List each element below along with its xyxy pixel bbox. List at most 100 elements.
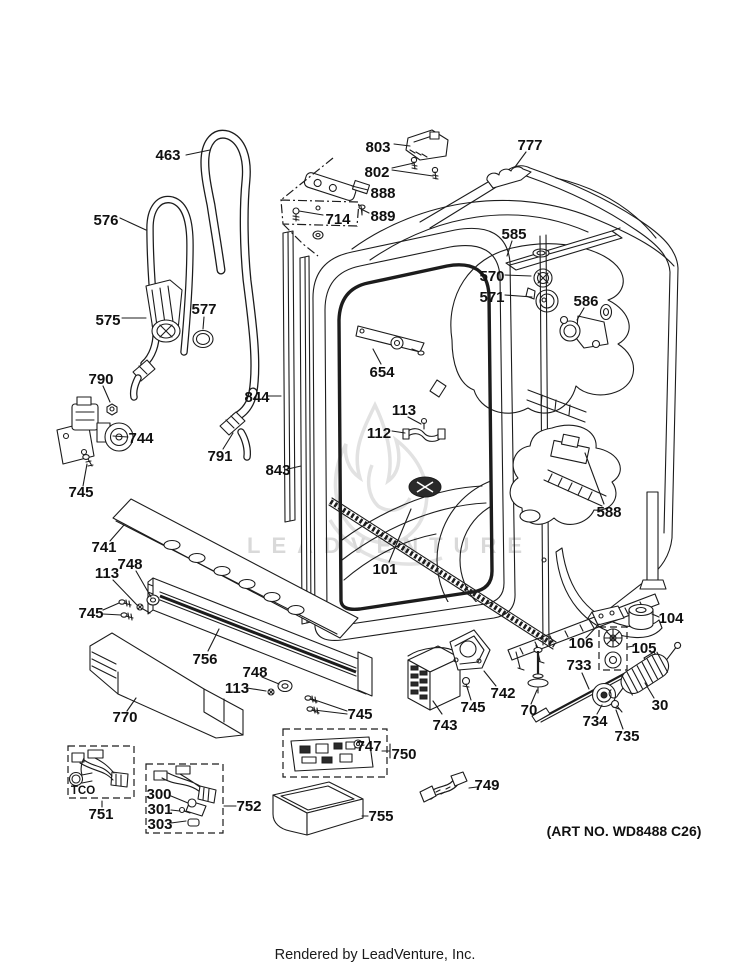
bracket-888 <box>303 166 369 205</box>
callout-586: 586 <box>573 293 598 310</box>
watermark-text: LEADVENTURE <box>247 533 533 558</box>
callout-105: 105 <box>631 640 656 657</box>
door-spring-30 <box>604 639 690 707</box>
tub-interior <box>342 475 607 645</box>
callout-733: 733 <box>566 657 591 674</box>
outer-case-777 <box>420 166 678 670</box>
tub-top <box>352 200 674 413</box>
callout-575: 575 <box>95 312 120 329</box>
callout-577: 577 <box>191 301 216 318</box>
callout-803: 803 <box>365 139 390 156</box>
air-gap-575 <box>146 280 213 348</box>
blanket-cutout <box>451 244 634 413</box>
insulation-block-770 <box>90 633 243 738</box>
callouts: 463 803 802 888 714 889 777 576 585 570 … <box>68 137 684 833</box>
callout-751: 751 <box>88 806 113 823</box>
callout-734: 734 <box>582 713 608 730</box>
screw-745-bracket <box>463 678 470 691</box>
nut-790 <box>107 404 117 415</box>
callout-752: 752 <box>236 798 261 815</box>
callout-742: 742 <box>490 685 515 702</box>
label-tco: TCO <box>71 785 95 797</box>
toothed-flange <box>329 498 556 649</box>
leadventure-watermark: LEADVENTURE <box>247 405 533 564</box>
callout-741: 741 <box>91 539 116 556</box>
clip-303 <box>188 819 199 826</box>
callout-748-b: 748 <box>242 664 267 681</box>
callout-745-c: 745 <box>460 699 485 716</box>
callout-571: 571 <box>479 289 504 306</box>
pulley-734 <box>593 684 616 707</box>
screws-745-left <box>119 600 133 620</box>
callout-101: 101 <box>372 561 397 578</box>
callout-802: 802 <box>364 164 389 181</box>
junction-box-743 <box>408 646 460 710</box>
screw-113-left <box>137 604 150 613</box>
callout-301: 301 <box>147 801 172 818</box>
callout-113-b: 113 <box>95 565 119 582</box>
grommet-104 <box>629 605 653 630</box>
vent-duct-585 <box>506 228 622 348</box>
screw-735 <box>612 701 623 713</box>
washer-748-left <box>147 595 159 605</box>
flame-watermark-icon <box>335 405 426 543</box>
door-gasket <box>339 265 492 609</box>
callout-654: 654 <box>369 364 395 381</box>
rendered-by-footer: Rendered by LeadVenture, Inc. <box>274 947 476 963</box>
callout-790: 790 <box>88 371 113 388</box>
conduit-panel-588 <box>510 425 620 524</box>
screws-802 <box>411 157 438 179</box>
tub-floor-parts <box>356 326 446 497</box>
callout-844: 844 <box>244 389 270 406</box>
callout-300: 300 <box>146 786 171 803</box>
case-rear-post <box>647 492 658 580</box>
callout-70: 70 <box>521 702 538 719</box>
water-valve-744 <box>57 397 133 464</box>
callout-113-a: 113 <box>392 402 416 419</box>
callout-576: 576 <box>93 212 118 229</box>
callout-113-c: 113 <box>225 680 249 697</box>
callout-714: 714 <box>325 211 351 228</box>
hose-coupling-791 <box>220 412 247 457</box>
harness-749 <box>420 772 467 802</box>
toe-board-741 <box>113 499 358 638</box>
callout-770: 770 <box>112 709 137 726</box>
callout-745-a: 745 <box>68 484 93 501</box>
callout-30: 30 <box>652 697 669 714</box>
screw-113-mid <box>268 689 274 695</box>
door-interlock-803 <box>406 130 448 160</box>
fill-funnel-654 <box>356 326 424 355</box>
callout-745-b: 745 <box>78 605 103 622</box>
tco-harness-751 <box>68 746 134 798</box>
drain-hose-463 <box>205 134 255 457</box>
right-channel <box>510 235 620 645</box>
callout-735: 735 <box>614 728 639 745</box>
callout-106: 106 <box>568 635 593 652</box>
control-board-750 <box>283 729 387 777</box>
clamp-112 <box>403 419 445 442</box>
pump-586 <box>560 316 608 348</box>
callout-585: 585 <box>501 226 526 243</box>
callout-747: 747 <box>356 738 381 755</box>
callout-843: 843 <box>265 462 290 479</box>
board-cover-755 <box>273 782 363 835</box>
vent-hole <box>430 380 446 397</box>
plate-106 <box>588 606 624 628</box>
leader-lines <box>83 144 659 823</box>
callout-749: 749 <box>474 777 499 794</box>
callout-755: 755 <box>368 808 393 825</box>
callout-743: 743 <box>432 717 457 734</box>
callout-745-d: 745 <box>347 706 372 723</box>
callout-112: 112 <box>367 425 391 442</box>
harness-752 <box>146 764 223 833</box>
callout-791: 791 <box>207 448 232 465</box>
roller-kit-105 <box>599 627 627 670</box>
callout-777: 777 <box>517 137 542 154</box>
sump-recess <box>437 475 607 645</box>
side-strips <box>283 231 311 624</box>
washer-748-mid <box>278 681 292 692</box>
callout-588: 588 <box>596 504 621 521</box>
art-number: (ART NO. WD8488 C26) <box>547 823 702 839</box>
callout-750: 750 <box>391 746 416 763</box>
leveling-bolt-70 <box>528 648 548 694</box>
